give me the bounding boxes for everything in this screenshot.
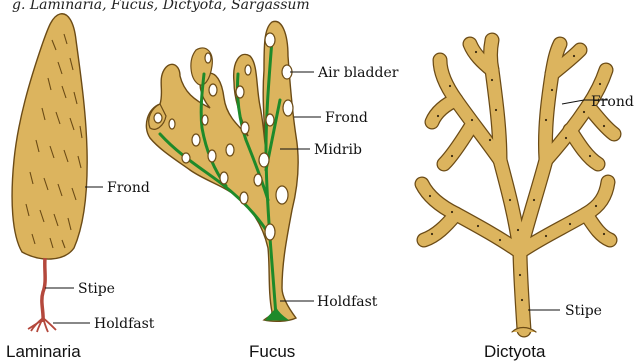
laminaria-stipe [42, 258, 45, 322]
label-fucus-air-bladder: Air bladder [317, 65, 399, 81]
dictyota-figure: Frond Stipe Dictyota [422, 40, 634, 361]
header-fragment: g. Laminaria, Fucus, Dictyota, Sargassum [12, 0, 310, 13]
label-fucus-midrib: Midrib [314, 142, 362, 158]
leader-dictyota-frond-b [562, 100, 584, 104]
label-laminaria-holdfast: Holdfast [94, 316, 155, 332]
fucus-figure: Air bladder Frond Midrib Holdfast Fucus [146, 21, 398, 361]
caption-dictyota: Dictyota [484, 342, 546, 361]
caption-laminaria: Laminaria [6, 342, 81, 361]
caption-fucus: Fucus [249, 342, 295, 361]
label-dictyota-frond: Frond [591, 94, 634, 110]
dictyota-thallus [422, 40, 614, 332]
laminaria-holdfast [28, 318, 56, 332]
fucus-thallus [146, 21, 298, 321]
label-laminaria-frond: Frond [107, 180, 150, 196]
label-dictyota-stipe: Stipe [565, 303, 602, 319]
label-laminaria-stipe: Stipe [78, 281, 115, 297]
label-fucus-holdfast: Holdfast [317, 294, 378, 310]
label-fucus-frond: Frond [325, 110, 368, 126]
laminaria-frond [12, 14, 87, 259]
laminaria-figure: Frond Stipe Holdfast Laminaria [6, 14, 155, 361]
